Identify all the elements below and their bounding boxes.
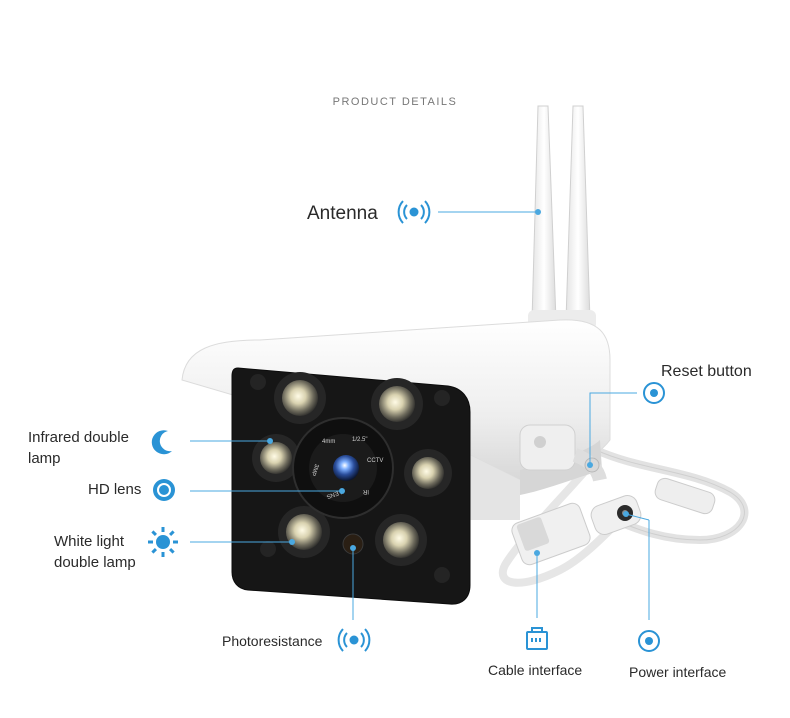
lens-ring-4mm: 4mm: [322, 439, 335, 445]
white-led-top-left: [274, 372, 326, 424]
signal-icon: [397, 200, 431, 224]
led-array: [252, 372, 452, 566]
ethernet-icon: [526, 627, 548, 650]
photoresistance-label: Photoresistance: [222, 633, 323, 649]
antenna-right: [565, 105, 591, 321]
camera-mount: [519, 424, 576, 471]
lens-ring-size: 1/2.5": [352, 437, 367, 443]
lens-icon: [153, 479, 175, 501]
ir-led-left: [252, 434, 300, 482]
lens-ring-ir: IR: [362, 488, 369, 494]
reset-button-label: Reset button: [661, 363, 752, 380]
infrared-lamp-label: Infrared double lamp: [28, 427, 129, 469]
target-icon: [643, 382, 665, 404]
hd-lens-label: HD lens: [88, 481, 142, 498]
white-led-bottom-left: [278, 506, 330, 558]
sun-icon: [148, 527, 178, 557]
cable-junction: [654, 477, 716, 515]
infrared-lamp-line1: Infrared double: [28, 429, 129, 446]
leader-lines: [190, 211, 650, 620]
lens-ring-lens: LENS: [326, 488, 343, 499]
leader-dots: [267, 209, 650, 556]
white-light-lamp-line2: double lamp: [54, 554, 136, 571]
cable-interface-label: Cable interface: [488, 662, 583, 678]
lens-ring-3mp: 3MP: [309, 463, 319, 477]
white-led-top-right: [371, 378, 423, 430]
ir-led-right: [404, 449, 452, 497]
white-light-lamp-line1: White light: [54, 533, 125, 550]
antenna-label: Antenna: [307, 203, 378, 224]
moon-icon: [151, 430, 172, 455]
lens-ring-cctv: CCTV: [367, 458, 383, 464]
camera-lens: 4mm 1/2.5" CCTV IR LENS 3MP: [292, 417, 394, 519]
white-light-lamp-label: White light double lamp: [54, 531, 136, 573]
target-icon: [638, 630, 660, 652]
page-title: PRODUCT DETAILS: [332, 96, 458, 108]
white-led-bottom-right: [375, 514, 427, 566]
infrared-lamp-line2: lamp: [28, 450, 61, 467]
power-interface-label: Power interface: [629, 664, 727, 680]
antenna-group: [528, 105, 596, 330]
signal-icon: [337, 628, 371, 652]
